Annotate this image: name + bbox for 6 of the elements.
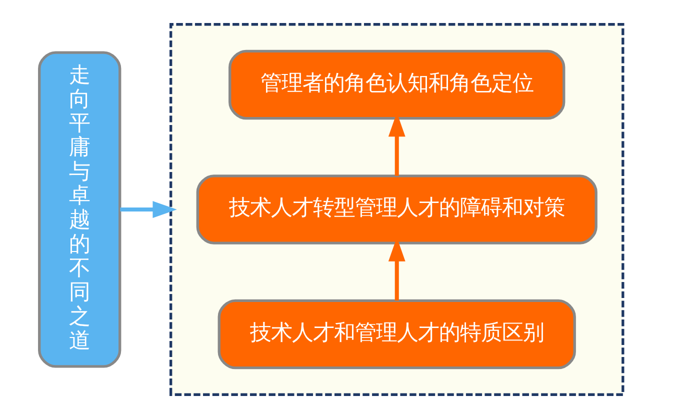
arrow — [120, 201, 177, 218]
node-box: 走向平庸与卓越的不同之道 — [38, 51, 122, 368]
node-box: 管理者的角色认知和角色定位 — [228, 50, 566, 120]
cluster — [169, 23, 624, 396]
node-box: 技术人才和管理人才的特质区别 — [218, 299, 576, 370]
node-box: 技术人才转型管理人才的障碍和对策 — [196, 174, 598, 244]
